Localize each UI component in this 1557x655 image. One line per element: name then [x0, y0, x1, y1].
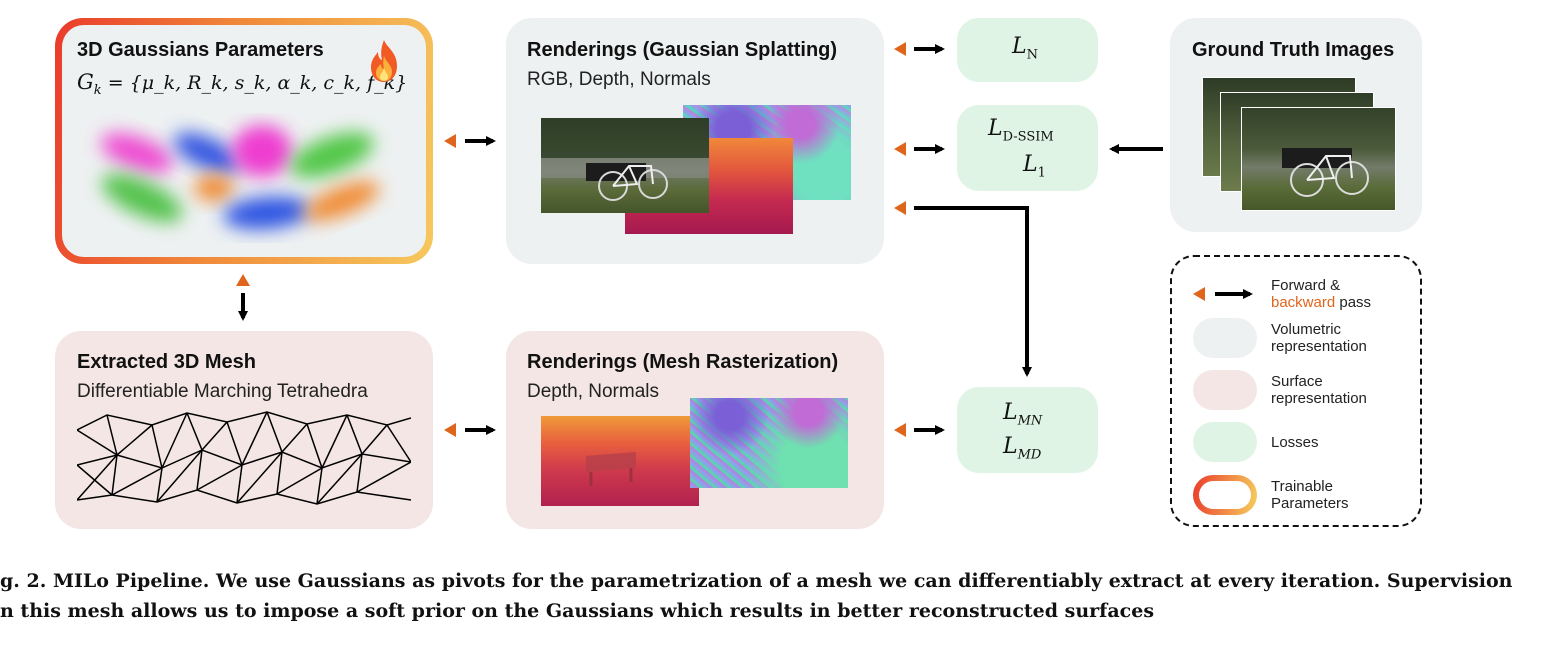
gaussian-params-title: 3D Gaussians Parameters [77, 39, 324, 61]
loss-normal-label: LN [1012, 34, 1038, 62]
loss-photometric-box [957, 105, 1098, 191]
legend-volumetric-swatch [1193, 318, 1257, 358]
loss-mesh-box [957, 387, 1098, 473]
loss-normal-symbol: L [1012, 34, 1027, 59]
backward-marker-mesh-up [236, 274, 250, 286]
formula-lhs-sub: k [93, 83, 102, 99]
legend-losses-label: Losses [1271, 434, 1319, 451]
gaussian-params-formula: Gk = {μ_k, R_k, s_k, α_k, c_k, f_k} [77, 70, 407, 98]
tetrahedral-mesh-drawing [77, 411, 411, 505]
legend-volumetric-line1: Volumetric [1271, 321, 1342, 338]
legend-trainable-swatch [1193, 475, 1257, 515]
backward-marker-mesh-path [894, 201, 906, 215]
legend-trainable-line2: Parameters [1271, 495, 1349, 512]
mesh-depth-image [541, 416, 699, 506]
gs-rgb-image [541, 118, 709, 213]
gaussian-blobs [100, 125, 380, 230]
gaussian-params-box [55, 18, 433, 264]
backward-marker-raster [894, 423, 906, 437]
mesh-renderings-subtitle: Depth, Normals [527, 381, 659, 402]
loss-normal-sub: N [1026, 47, 1038, 63]
figure-caption-line1: g. 2. MILo Pipeline. We use Gaussians as… [0, 570, 1513, 592]
legend-surface-swatch [1193, 370, 1257, 410]
formula-lhs: G [77, 70, 94, 94]
mesh-subtitle: Differentiable Marching Tetrahedra [77, 381, 368, 402]
legend-volumetric-label: Volumetric representation [1271, 321, 1367, 355]
legend-box [1170, 255, 1422, 527]
gt-image-front [1241, 107, 1396, 211]
figure-caption-line2: n this mesh allows us to impose a soft p… [0, 600, 1155, 622]
backward-marker-mesh [444, 423, 456, 437]
mesh-title: Extracted 3D Mesh [77, 351, 256, 373]
loss-l1-sub: 1 [1037, 165, 1046, 181]
loss-l1-symbol: L [1023, 152, 1038, 177]
formula-rhs: = {μ_k, R_k, s_k, α_k, c_k, f_k} [101, 72, 408, 94]
ground-truth-title: Ground Truth Images [1192, 39, 1395, 61]
backward-marker-ln [894, 42, 906, 56]
backward-marker-params [444, 134, 456, 148]
legend-forward-backward: Forward & backward pass [1271, 277, 1371, 311]
loss-l1-label: L1 [1023, 152, 1046, 180]
legend-surface-line1: Surface [1271, 373, 1323, 390]
loss-mesh-normal-symbol: L [1003, 400, 1018, 425]
loss-dssim-sub: D-SSIM [1002, 129, 1054, 145]
legend-pass-text: pass [1335, 294, 1372, 311]
loss-mesh-depth-sub: MD [1017, 447, 1042, 463]
mesh-depth-bench [586, 452, 636, 486]
mesh-normals-image [690, 398, 848, 488]
legend-forward-text: Forward & [1271, 277, 1341, 294]
legend-trainable-line1: Trainable [1271, 478, 1333, 495]
legend-backward-marker [1193, 287, 1205, 301]
arrow-gs-to-mesh-loss [914, 206, 1032, 377]
backward-marker-dssim [894, 142, 906, 156]
gt-bicycle-drawing [1282, 148, 1369, 197]
loss-mesh-depth-label: LMD [1003, 434, 1041, 462]
legend-surface-label: Surface representation [1271, 373, 1367, 407]
legend-losses-swatch [1193, 422, 1257, 462]
loss-mesh-normal-label: LMN [1003, 400, 1042, 428]
loss-mesh-depth-symbol: L [1003, 434, 1018, 459]
legend-volumetric-line2: representation [1271, 338, 1367, 355]
loss-normal-box [957, 18, 1098, 82]
loss-dssim-label: LD-SSIM [988, 116, 1054, 144]
gs-renderings-subtitle: RGB, Depth, Normals [527, 69, 711, 90]
loss-mesh-normal-sub: MN [1017, 413, 1043, 429]
gs-renderings-title: Renderings (Gaussian Splatting) [527, 39, 838, 61]
legend-backward-text: backward [1271, 294, 1336, 311]
loss-dssim-symbol: L [988, 116, 1003, 141]
fire-icon [371, 40, 397, 82]
legend-surface-line2: representation [1271, 390, 1367, 407]
bicycle-drawing [541, 118, 709, 201]
mesh-renderings-title: Renderings (Mesh Rasterization) [527, 351, 839, 373]
legend-trainable-label: Trainable Parameters [1271, 478, 1349, 512]
